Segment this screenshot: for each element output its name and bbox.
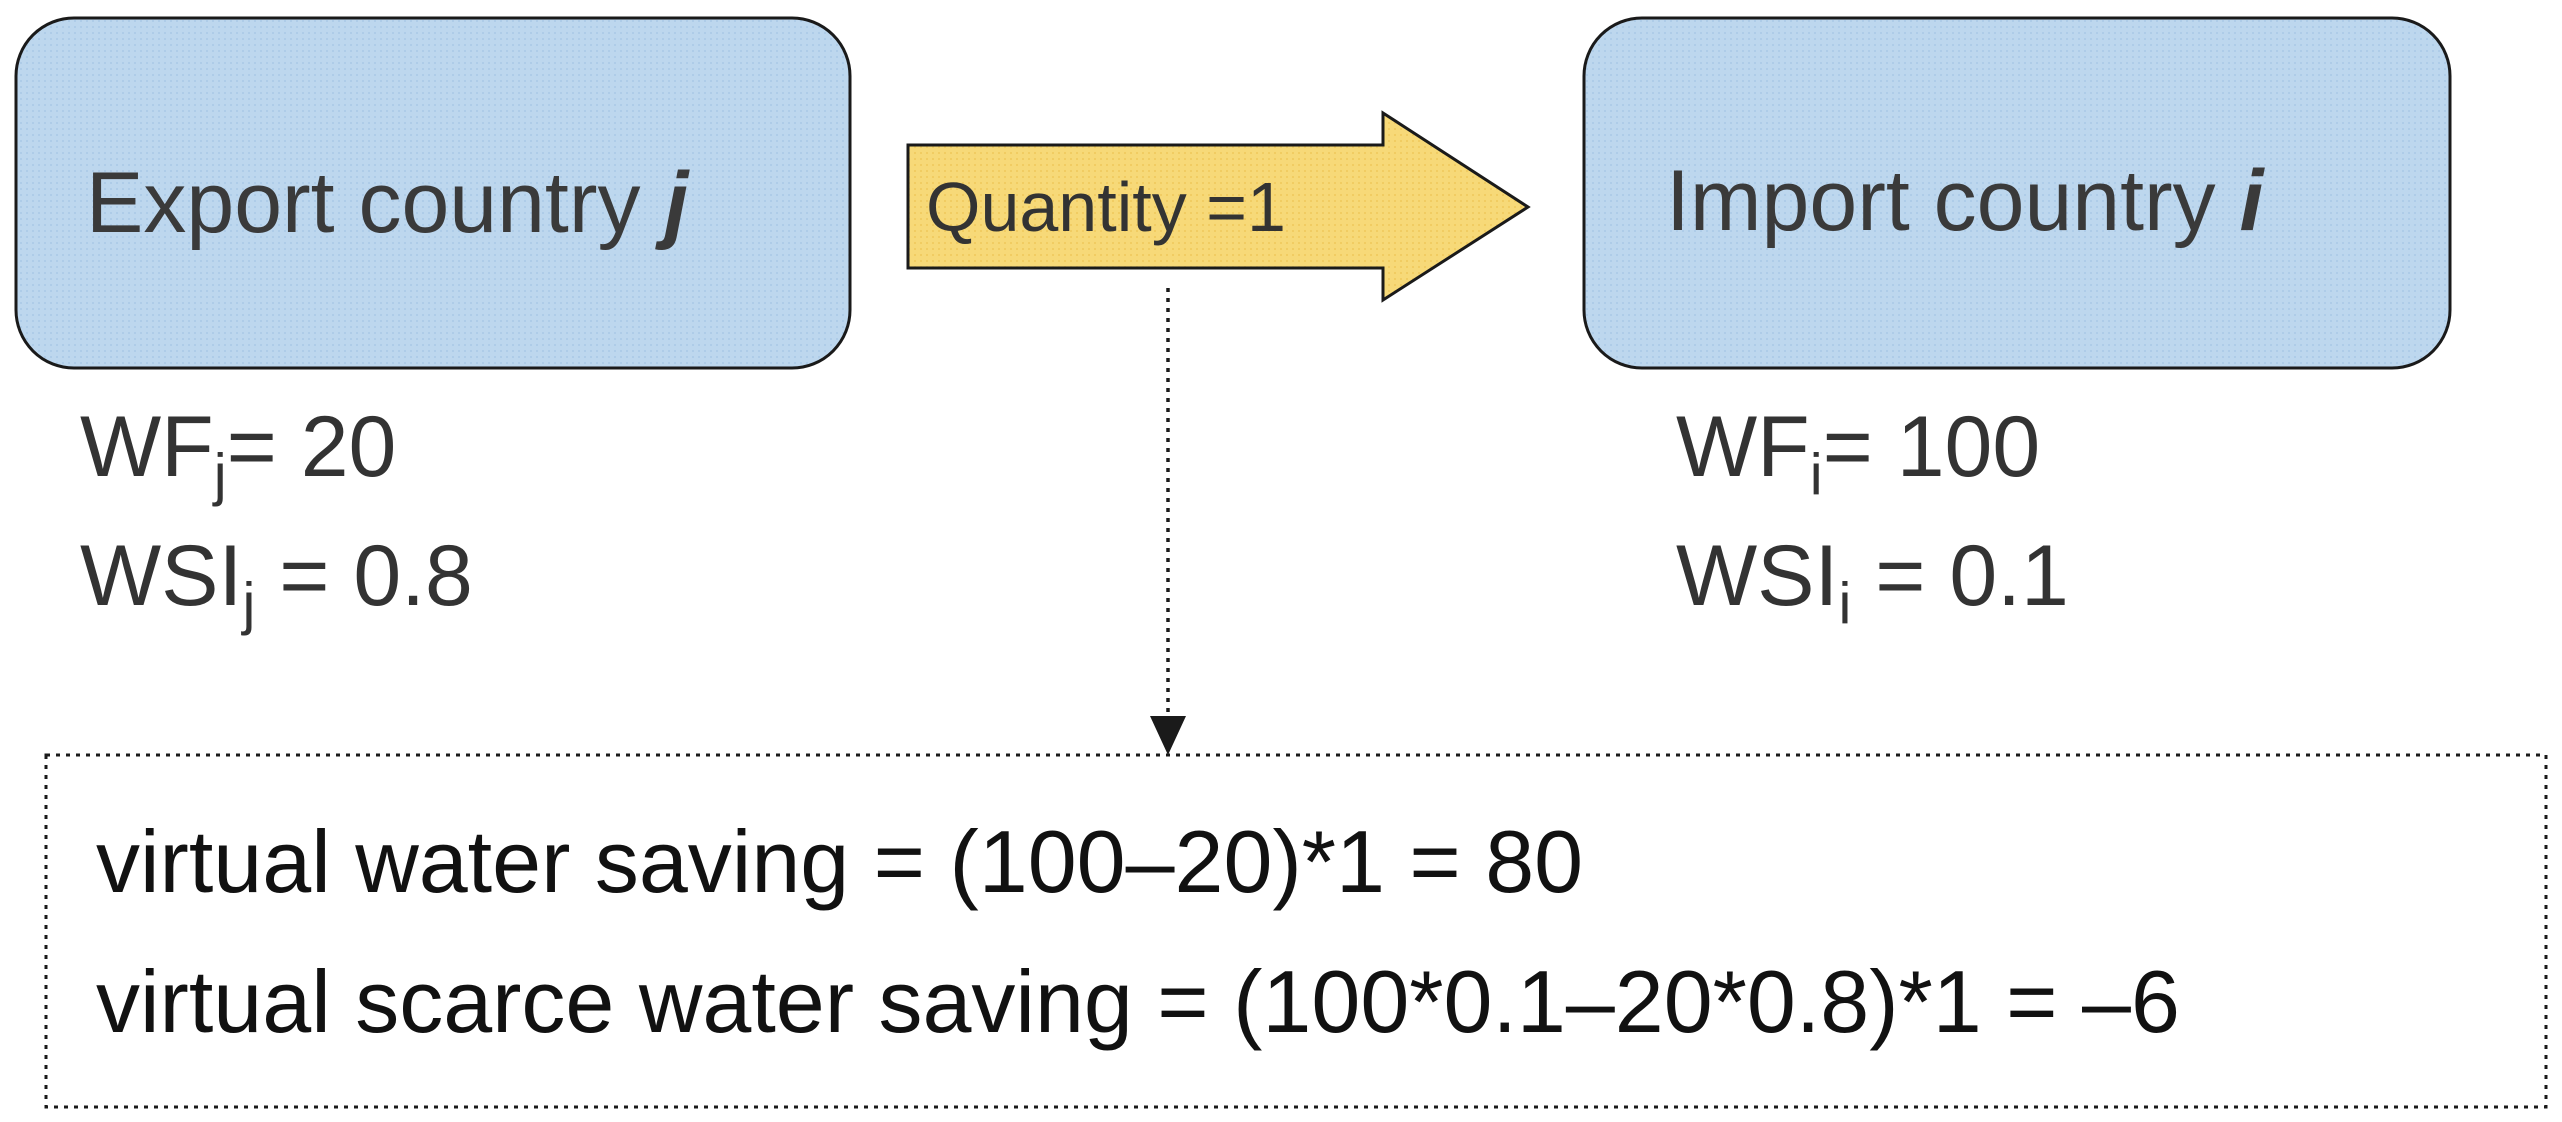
import-wsi: WSIi = 0.1	[1676, 533, 2069, 633]
export-wf-subscript: j	[213, 442, 227, 508]
trade-arrow	[906, 110, 1531, 303]
export-wf: WFj= 20	[80, 404, 396, 504]
quantity-label: Quantity =1	[926, 168, 1286, 246]
export-country-variable: j	[664, 155, 689, 251]
import-wf-subscript: i	[1809, 442, 1823, 508]
connector-arrowhead	[1150, 716, 1186, 755]
export-wf-prefix: WF	[80, 399, 214, 495]
export-wsi-subscript: j	[242, 571, 256, 637]
export-wf-value: = 20	[226, 399, 397, 495]
import-country-label: Import country i	[1666, 158, 2263, 244]
import-wf-prefix: WF	[1676, 399, 1810, 495]
import-wf-value: = 100	[1822, 399, 2041, 495]
export-country-box	[14, 16, 852, 370]
import-country-box	[1582, 16, 2452, 370]
import-country-variable: i	[2239, 153, 2264, 249]
import-wf: WFi= 100	[1676, 404, 2040, 504]
export-country-label: Export country j	[86, 160, 688, 246]
results-box	[44, 753, 2548, 1109]
export-country-text: Export country	[86, 155, 665, 251]
export-wsi-value: = 0.8	[255, 528, 473, 624]
import-wsi-prefix: WSI	[1676, 528, 1839, 624]
export-wsi-prefix: WSI	[80, 528, 243, 624]
export-wsi: WSIj = 0.8	[80, 533, 473, 633]
import-country-text: Import country	[1666, 153, 2240, 249]
virtual-scarce-water-saving-formula: virtual scarce water saving = (100*0.1–2…	[96, 952, 2180, 1051]
import-wsi-subscript: i	[1838, 571, 1852, 637]
import-wsi-value: = 0.1	[1851, 528, 2069, 624]
virtual-water-saving-formula: virtual water saving = (100–20)*1 = 80	[96, 812, 1584, 911]
